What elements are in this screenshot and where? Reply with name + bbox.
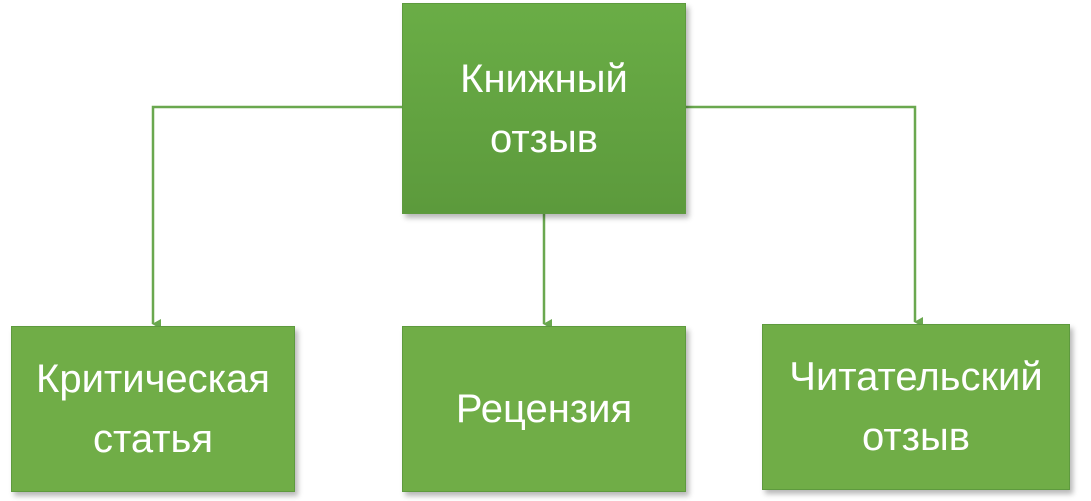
child-node-label: Читательский отзыв — [789, 355, 1043, 459]
child-node-critical-article: Критическая статья — [11, 326, 295, 492]
root-node-label: Книжный отзыв — [460, 56, 628, 161]
child-node-label: Критическая статья — [36, 357, 270, 461]
child-node-reader-review: Читательский отзыв — [762, 324, 1070, 490]
child-node-review: Рецензия — [402, 326, 686, 492]
root-node-book-review: Книжный отзыв — [402, 3, 686, 214]
child-node-label: Рецензия — [455, 387, 633, 431]
connector-to-right-child — [686, 105, 923, 327]
connector-to-left-child — [151, 105, 402, 329]
